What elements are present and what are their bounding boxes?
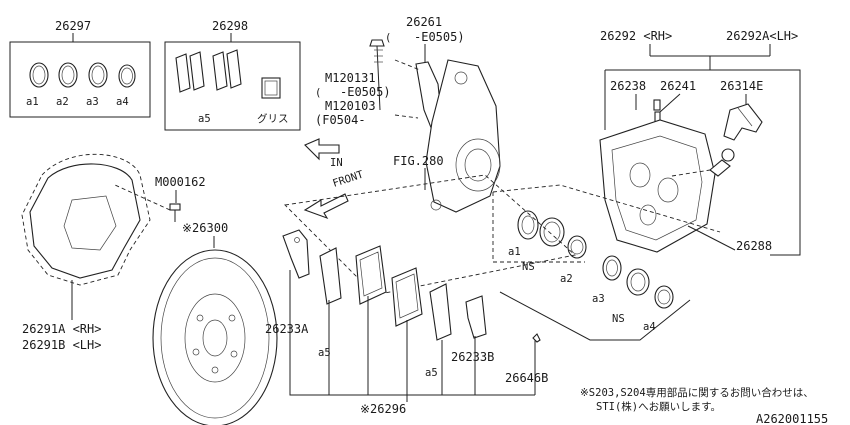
footnote-line-2: STI(株)へお願いします。 <box>596 400 721 413</box>
footnote-line-1: ※S203,S204専用部品に関するお問い合わせは、 <box>580 386 814 399</box>
piston-cylinder <box>626 268 650 296</box>
label-seal-a4: a4 <box>116 96 129 108</box>
label-piston-a1: a1 <box>508 246 521 258</box>
label-ns-a: NS <box>522 261 535 273</box>
cover-screw: M000162 <box>114 175 206 222</box>
label-26261: 26261 <box>406 15 442 29</box>
pad-left <box>355 245 387 305</box>
piston-seal-small-a2 <box>567 235 587 259</box>
pad-right <box>391 267 423 327</box>
direction-markers: IN FRONT <box>303 138 366 220</box>
in-arrow-icon <box>304 138 340 161</box>
pad-kit-pads <box>175 49 242 93</box>
label-in: IN <box>330 157 343 169</box>
label-ns-b: NS <box>612 313 625 325</box>
label-grease: グリス <box>257 112 289 125</box>
label-seal-a3: a3 <box>86 96 99 108</box>
piston-a1 <box>517 210 539 240</box>
label-front: FRONT <box>331 168 365 189</box>
grease-packet <box>261 77 281 99</box>
label-26288: 26288 <box>736 239 772 253</box>
front-arrow-icon <box>303 193 349 220</box>
footnote: ※S203,S204専用部品に関するお問い合わせは、 STI(株)へお願いします… <box>580 386 828 425</box>
piston-a2 <box>539 217 565 247</box>
caliper-group: 26292 <RH> 26292A<LH> 26238 26241 26314E <box>599 29 801 256</box>
pad-shim-b <box>319 247 342 305</box>
label-pad-a5-b: a5 <box>425 367 438 379</box>
pad-kit-group: 26298 a5 グリス <box>164 19 301 131</box>
pad-shim-d <box>465 295 487 339</box>
label-piston-a4: a4 <box>643 321 656 333</box>
brake-pad-set: 26233A a5 a5 26233B 26646B ※26296 <box>265 174 576 416</box>
pad-shim-a <box>282 229 310 279</box>
steering-knuckle: FIG.280 <box>393 59 501 213</box>
label-26292-rh: 26292 <RH> <box>600 29 672 43</box>
label-piston-a2: a2 <box>560 273 573 285</box>
seal-kit-group: 26297 a1 a2 a3 a4 <box>9 19 151 118</box>
label-pad-kit-a5: a5 <box>198 113 211 125</box>
label-M120131-paren: ( <box>315 87 321 99</box>
label-26292a-lh: 26292A<LH> <box>726 29 798 43</box>
label-26238: 26238 <box>610 79 646 93</box>
label-26646b: 26646B <box>505 371 548 385</box>
brake-rotor: ※26300 <box>152 221 278 425</box>
label-seal-a2: a2 <box>56 96 69 108</box>
label-26291b-lh: 26291B <LH> <box>22 338 101 352</box>
label-26291a-rh: 26291A <RH> <box>22 322 101 336</box>
label-26233b: 26233B <box>451 350 494 364</box>
label-26300: ※26300 <box>182 221 228 235</box>
diagram-code: A262001155 <box>756 412 828 425</box>
label-26297: 26297 <box>55 19 91 33</box>
label-26233a: 26233A <box>265 322 309 336</box>
pad-clip-spring <box>723 103 763 141</box>
seal-ring-a2 <box>58 62 78 88</box>
label-M120103-range: (F0504- <box>315 113 366 127</box>
caliper-pin-bolt <box>709 148 735 177</box>
label-pad-a5-a: a5 <box>318 347 331 359</box>
label-m000162: M000162 <box>155 175 206 189</box>
label-26314e: 26314E <box>720 79 763 93</box>
label-26298: 26298 <box>212 19 248 33</box>
bolt-head-icon <box>369 39 385 47</box>
label-M120131-range: -E0505) <box>340 85 391 99</box>
label-piston-a3: a3 <box>592 293 605 305</box>
piston-a4 <box>654 285 674 309</box>
dust-cover: 26291A <RH> 26291B <LH> <box>21 153 151 352</box>
label-26296: ※26296 <box>360 402 406 416</box>
label-M120131: M120131 <box>325 71 376 85</box>
label-seal-a1: a1 <box>26 96 39 108</box>
piston-a3 <box>602 255 622 281</box>
seal-ring-a4 <box>118 64 136 88</box>
caliper-body <box>599 119 716 253</box>
label-26261-paren: ( <box>385 32 391 44</box>
pad-shim-c <box>429 283 452 341</box>
label-fig-280: FIG.280 <box>393 154 444 168</box>
seal-ring-a1 <box>29 62 49 88</box>
label-26261-range: -E0505) <box>414 30 465 44</box>
seal-kit-box <box>9 41 151 118</box>
label-M120103: M120103 <box>325 99 376 113</box>
seal-ring-a3 <box>88 62 108 88</box>
pin-spring-icon <box>532 333 541 343</box>
pad-kit-box <box>164 41 301 131</box>
label-26241: 26241 <box>660 79 696 93</box>
